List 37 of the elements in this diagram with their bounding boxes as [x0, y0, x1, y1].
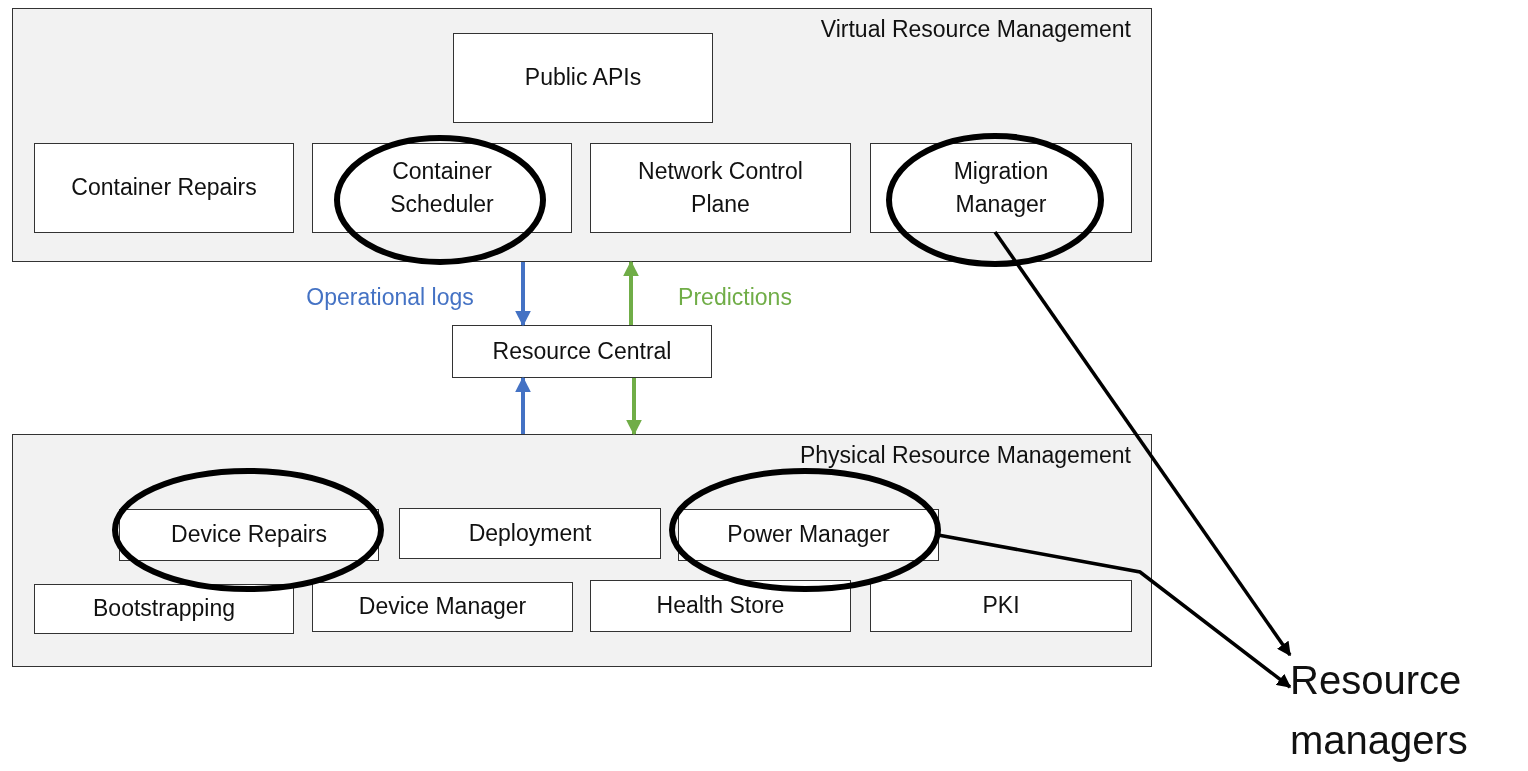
arrow [937, 533, 1292, 689]
node-label: PKI [982, 591, 1020, 621]
group-title: Virtual Resource Management [820, 15, 1131, 44]
arrow [993, 231, 1292, 657]
arrow [626, 378, 642, 436]
node-label: Resource managers [1290, 657, 1469, 764]
node-label: Device Repairs [171, 520, 327, 550]
node-label: Bootstrapping [93, 594, 235, 624]
node-label: Public APIs [524, 63, 642, 93]
node-label: Container Scheduler [389, 156, 495, 219]
node-label: Deployment [468, 518, 592, 548]
component-box [34, 584, 294, 634]
component-box [590, 580, 851, 632]
arrow [515, 376, 531, 434]
component-box [119, 509, 379, 561]
node-label: Resource Central [492, 336, 672, 366]
component-box [453, 33, 713, 123]
component-box [312, 143, 572, 233]
arrow [515, 262, 531, 327]
component-box [870, 580, 1132, 632]
component-box [452, 325, 712, 378]
node-label: Health Store [656, 591, 785, 621]
group-panel [12, 434, 1152, 667]
component-box [34, 143, 294, 233]
component-box [590, 143, 851, 233]
node-label: Power Manager [727, 520, 890, 550]
node-label: Network Control Plane [637, 156, 804, 219]
node-label: Container Repairs [71, 173, 257, 203]
group-panel [12, 8, 1152, 262]
group-title: Physical Resource Management [799, 441, 1131, 470]
node-label: Device Manager [358, 592, 527, 622]
arrow [623, 260, 639, 325]
node-label: Migration Manager [952, 156, 1050, 219]
component-box [678, 509, 939, 561]
component-box [312, 582, 573, 632]
component-box [399, 508, 661, 559]
component-box [870, 143, 1132, 233]
